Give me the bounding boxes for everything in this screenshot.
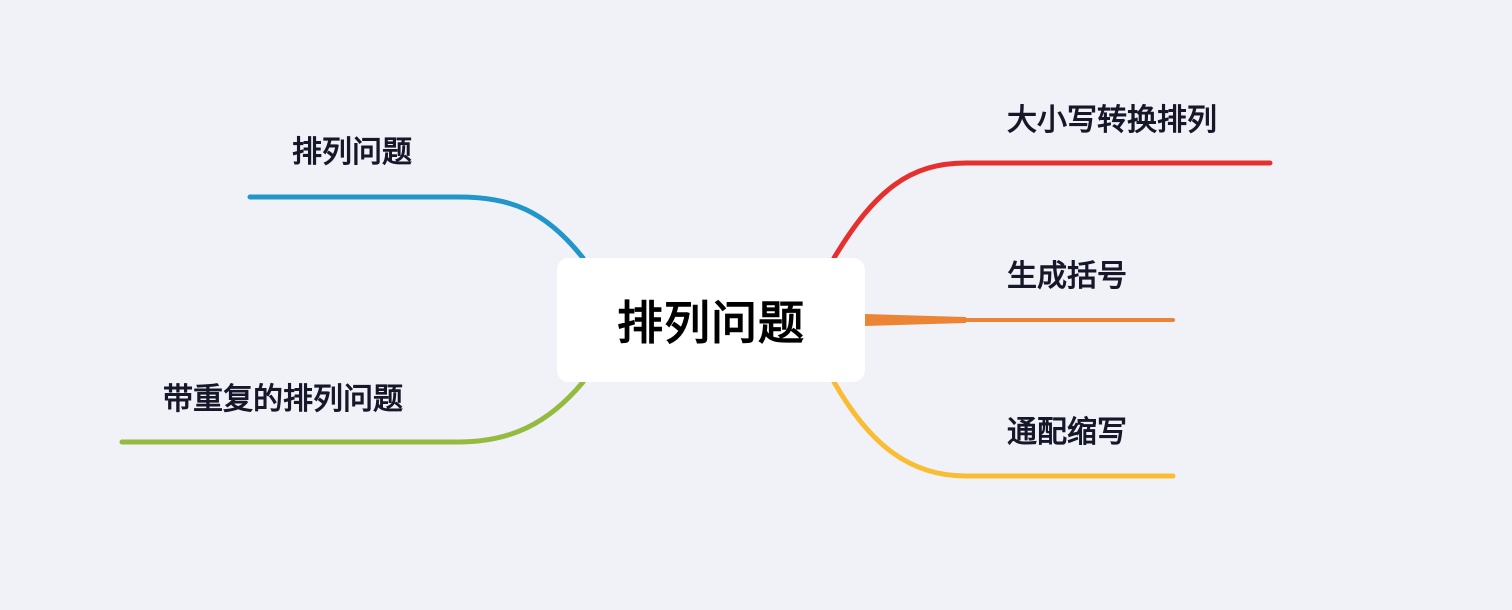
branch-topic-left-lower[interactable]: 带重复的排列问题 bbox=[163, 382, 403, 417]
branch-topic-left-upper[interactable]: 排列问题 bbox=[292, 135, 412, 170]
branch-connector-right-bottom bbox=[831, 379, 1176, 479]
branch-connector-right-top bbox=[831, 160, 1273, 261]
branch-topic-right-middle[interactable]: 生成括号 bbox=[1007, 259, 1127, 294]
central-topic[interactable]: 排列问题 bbox=[557, 258, 865, 382]
branch-topic-right-bottom[interactable]: 通配缩写 bbox=[1007, 415, 1127, 450]
branch-topic-right-top[interactable]: 大小写转换排列 bbox=[1007, 103, 1217, 138]
branch-connector-left-upper bbox=[247, 194, 586, 261]
branch-connector-left-lower bbox=[119, 379, 586, 445]
branch-connector-right-middle bbox=[865, 314, 966, 326]
